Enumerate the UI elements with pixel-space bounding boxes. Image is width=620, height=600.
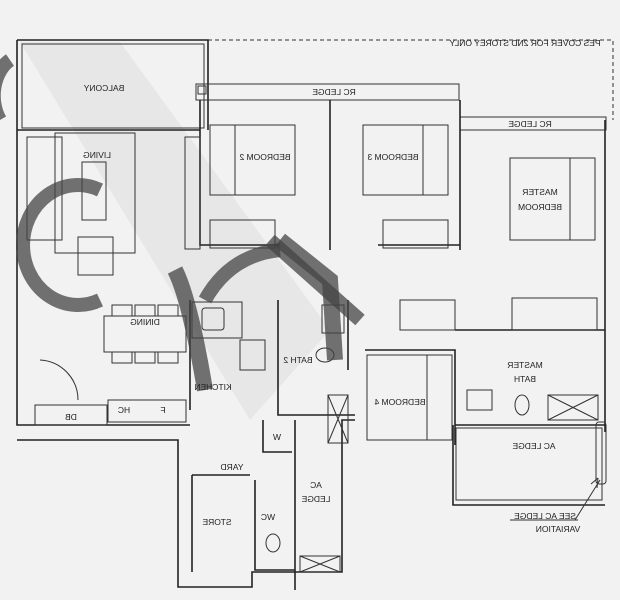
kitchen-counter	[34, 301, 266, 426]
entrance-door-swing	[39, 359, 79, 401]
bed-master	[509, 157, 571, 241]
pes-cover-label: PES COVER FOR 2ND STOREY ONLY	[449, 38, 600, 48]
living-label: LIVING	[83, 150, 111, 160]
ac-ledge-mid-label-1: AC	[310, 480, 322, 490]
watermark-logo	[0, 54, 365, 392]
ac-ledge-right-box	[455, 427, 603, 501]
w-label: W	[273, 432, 281, 442]
master-bedroom-label-2: BEDROOM	[518, 202, 562, 212]
bedroom-4-label: BEDROOM 4	[374, 397, 425, 407]
headboard-bedroom-4	[426, 354, 453, 441]
ac-ledge-right-label: AC LEDGE	[512, 441, 555, 451]
hc-label: HC	[118, 405, 130, 415]
f-label: F	[160, 405, 165, 415]
wc-label: WC	[261, 512, 275, 522]
pes-cover-outline	[208, 39, 614, 120]
master-bath-label-1: MASTER	[507, 360, 542, 370]
ac-ledge-mid-label-2: LEDGE	[301, 494, 330, 504]
master-bath-label-2: BATH	[514, 374, 536, 384]
dining-table	[103, 304, 187, 364]
db-label: DB	[65, 412, 77, 422]
bedroom-2-label: BEDROOM 2	[239, 152, 290, 162]
bathroom-fixtures	[265, 304, 599, 573]
rc-ledge-top	[195, 83, 460, 101]
wardrobes	[209, 219, 598, 331]
bath-2-label: BATH 2	[283, 355, 312, 365]
headboard-bedroom-3	[422, 124, 449, 196]
variation-arrow	[574, 477, 601, 521]
rc-ledge-top-label: RC LEDGE	[312, 87, 356, 97]
headboard-master	[569, 157, 596, 241]
headboard-bedroom-2	[209, 124, 236, 196]
outer-walls	[16, 40, 606, 588]
bedroom-3-label: BEDROOM 3	[367, 152, 418, 162]
ac-ledge-screen	[595, 421, 607, 485]
dining-label: DINING	[130, 317, 160, 327]
master-bedroom-label-1: MASTER	[522, 187, 557, 197]
store-label: STORE	[202, 517, 231, 527]
see-ac-ledge-label-1: SEE AC LEDGE	[514, 511, 576, 521]
rc-ledge-right-label: RC LEDGE	[508, 119, 552, 129]
see-ac-ledge-label-2: VARIATION	[536, 524, 581, 534]
kitchen-label: KITCHEN	[194, 382, 231, 392]
balcony-label: BALCONY	[83, 83, 124, 93]
yard-label: YARD	[221, 462, 244, 472]
watermark-band	[20, 42, 330, 420]
